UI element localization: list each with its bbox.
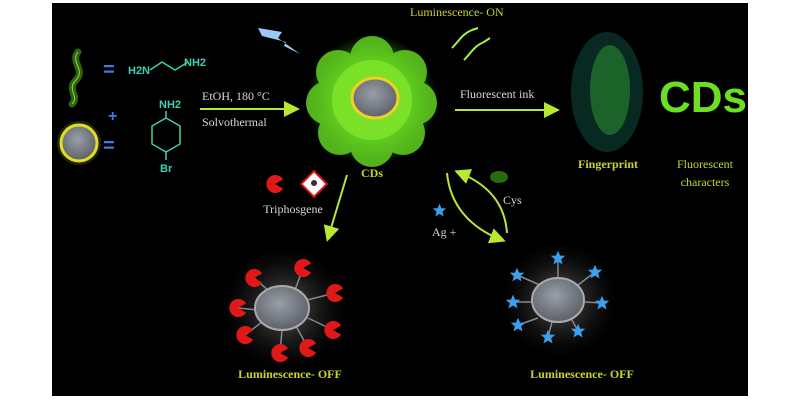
fingerprint-label: Fingerprint xyxy=(578,157,638,171)
emission-waves-icon xyxy=(451,27,491,61)
condition-label: EtOH, 180 °C xyxy=(202,89,270,103)
luminescence-off-label-right: Luminescence- OFF xyxy=(530,367,634,381)
aniline-nh2-label: NH2 xyxy=(159,99,181,111)
luminescence-on-label: Luminescence- ON xyxy=(410,5,504,19)
cds-particle-quenched-triphosgene xyxy=(223,246,347,370)
toxic-hazard-icon xyxy=(299,169,329,199)
h2n-label: H2N xyxy=(128,65,150,77)
solvothermal-label: Solvothermal xyxy=(202,115,267,129)
ethylenediamine-chain-icon xyxy=(68,48,83,108)
cds-particle-glowing xyxy=(306,34,438,167)
cds-label: CDs xyxy=(361,166,383,180)
equals-sign-2: = xyxy=(103,135,115,157)
ag-quench-arrow xyxy=(446,172,506,244)
cds-small-icon xyxy=(490,171,508,183)
luminescence-off-label-left: Luminescence- OFF xyxy=(238,367,342,381)
characters-label-line2: characters xyxy=(681,175,730,189)
cds-particle-quenched-silver xyxy=(502,242,618,358)
fingerprint-image xyxy=(571,32,643,152)
plus-sign: + xyxy=(108,108,117,125)
br-label: Br xyxy=(160,163,173,175)
triphosgene-label: Triphosgene xyxy=(263,202,323,216)
equals-sign: = xyxy=(103,59,115,81)
ag-label: Ag + xyxy=(432,225,457,239)
lightning-icon xyxy=(258,28,300,54)
cys-label: Cys xyxy=(503,193,522,207)
nh2-label: NH2 xyxy=(184,57,206,69)
fluorescent-characters-image: CDs xyxy=(659,73,747,122)
bromoaniline-structure: NH2 Br xyxy=(151,99,181,175)
fluorescent-ink-label: Fluorescent ink xyxy=(460,87,534,101)
ethylenediamine-structure: H2N NH2 xyxy=(128,57,206,77)
characters-label-line1: Fluorescent xyxy=(677,157,734,171)
carbon-core-icon xyxy=(57,121,101,165)
cys-recover-arrow xyxy=(454,169,508,234)
triphosgene-arrow xyxy=(323,174,348,242)
